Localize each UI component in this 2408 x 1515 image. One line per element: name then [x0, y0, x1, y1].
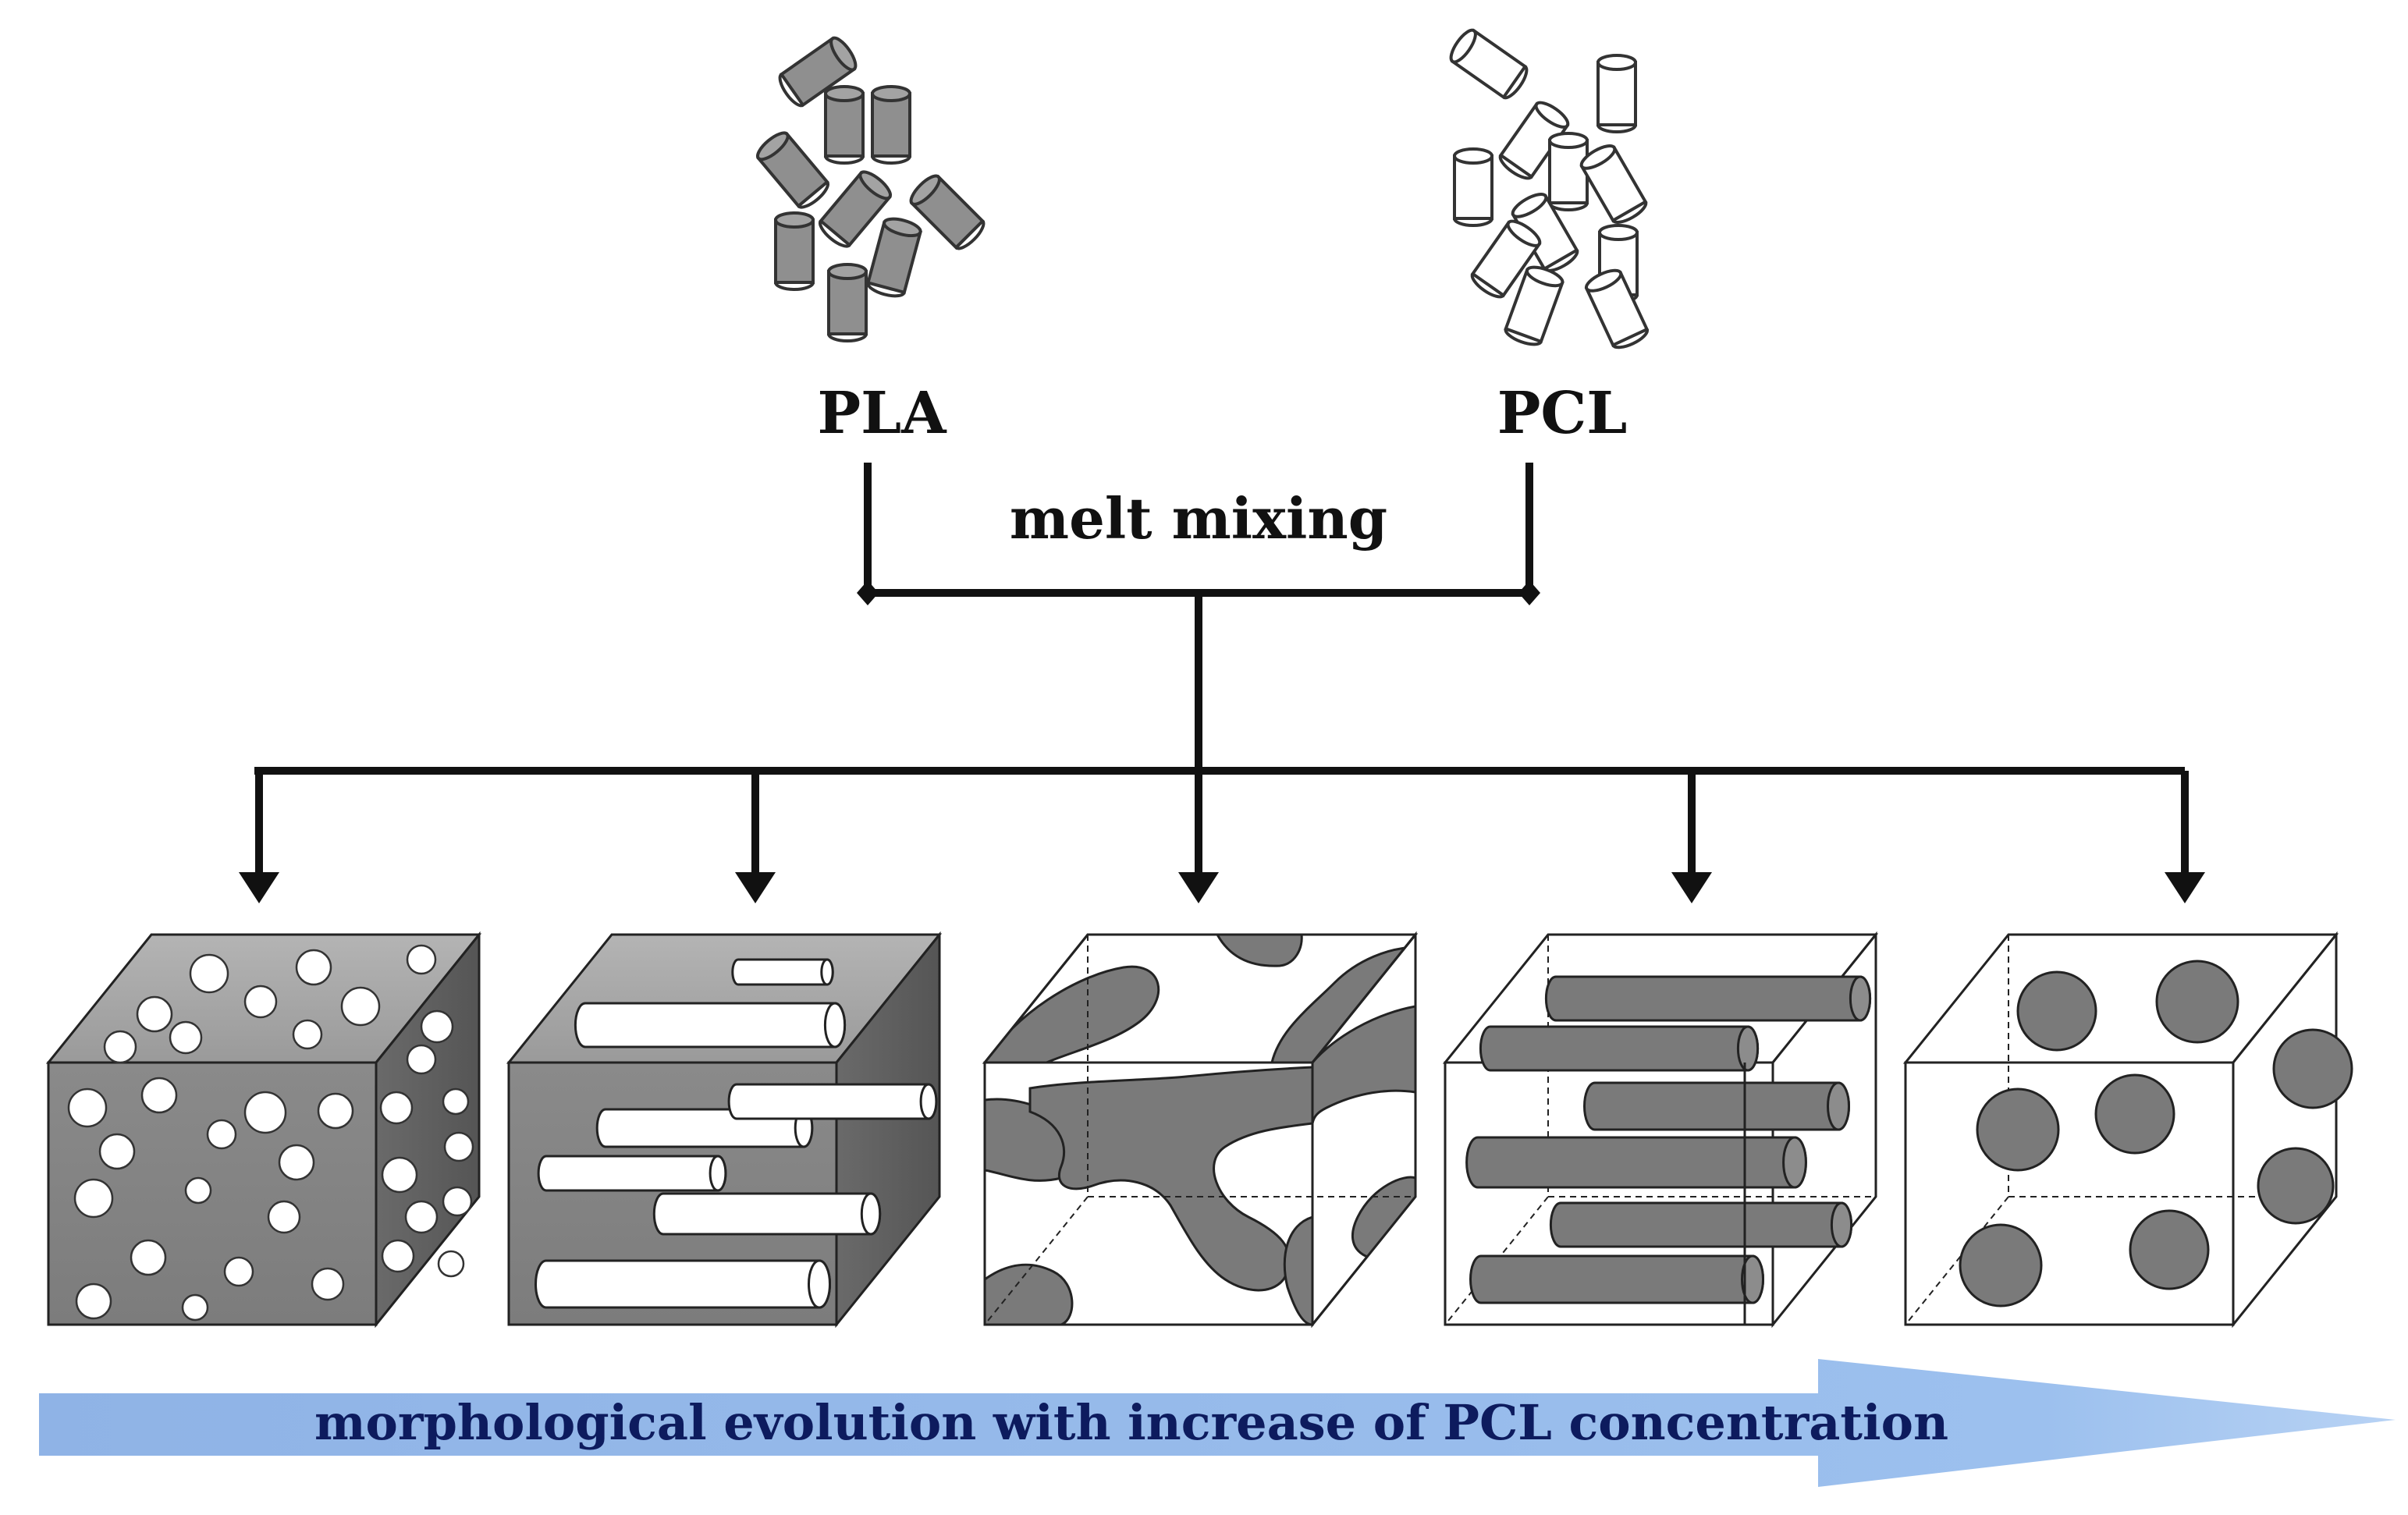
- pellet-icon: [1498, 101, 1570, 180]
- pellet-icon: [1453, 147, 1493, 227]
- pcl-pellets-icon: [1449, 28, 1650, 349]
- dispersed-sphere: [2016, 970, 2097, 1052]
- pellet-icon: [824, 85, 865, 165]
- pellet-icon: [1596, 54, 1637, 133]
- cylinder-rod: [731, 958, 834, 986]
- pellet-icon: [1470, 219, 1542, 299]
- pellet-icon: [909, 174, 986, 250]
- pellet-icon: [827, 263, 868, 342]
- dispersed-sphere: [2272, 1028, 2353, 1109]
- cylinder-rod: [1469, 1254, 1764, 1304]
- pla-label: PLA: [817, 380, 947, 447]
- pellet-icon: [774, 211, 815, 291]
- cylinder-rod: [1583, 1081, 1850, 1131]
- pellet-icon: [1598, 224, 1639, 303]
- pellet-icon: [756, 131, 829, 209]
- dispersed-sphere: [2094, 1073, 2175, 1155]
- dispersed-sphere: [2257, 1147, 2335, 1225]
- pellet-icon: [1548, 132, 1589, 211]
- evolution-arrow: [39, 1359, 2396, 1487]
- evolution-label: morphological evolution with increase of…: [314, 1394, 1948, 1451]
- pellet-icon: [1584, 268, 1650, 349]
- cylinder-rod: [727, 1083, 938, 1120]
- cylinder-rod: [1479, 1025, 1760, 1072]
- cylinder-rod: [1544, 975, 1872, 1022]
- cylinder-rod: [574, 1002, 847, 1048]
- pla-pellets-icon: [756, 36, 986, 342]
- pcl-label: PCL: [1497, 380, 1628, 447]
- pellet-icon: [1504, 265, 1564, 346]
- cylinder-rod: [537, 1155, 727, 1192]
- distribution-connector: [254, 767, 2189, 872]
- process-label: melt mixing: [1010, 485, 1387, 552]
- cylinder-rod: [652, 1192, 882, 1236]
- cylinder-rod: [1465, 1136, 1807, 1189]
- co-continuous-cube-icon: [982, 931, 1419, 1329]
- cylinder-rod: [535, 1259, 831, 1309]
- dispersed-sphere: [2155, 960, 2239, 1044]
- pellet-icon: [866, 217, 922, 298]
- merge-connector: [864, 463, 1533, 775]
- connector-nodes: [857, 580, 1540, 605]
- dispersed-sphere: [1976, 1087, 2060, 1172]
- pellet-icon: [1579, 144, 1648, 224]
- pellet-icon: [1449, 28, 1529, 100]
- dispersed-sphere: [1959, 1223, 2043, 1307]
- fibrillar-dispersed-cube-icon: [506, 931, 943, 1329]
- pellet-icon: [871, 85, 911, 165]
- droplet-dispersed-cube-icon: [45, 931, 482, 1329]
- pellet-icon: [819, 170, 892, 248]
- droplet-matrix-cube-icon: [1902, 931, 2353, 1329]
- cylinder-rod: [1549, 1201, 1853, 1248]
- arrowheads: [239, 872, 2205, 903]
- dispersed-sphere: [2129, 1209, 2210, 1290]
- fibrillar-matrix-cube-icon: [1442, 931, 1879, 1329]
- pellet-icon: [778, 36, 858, 108]
